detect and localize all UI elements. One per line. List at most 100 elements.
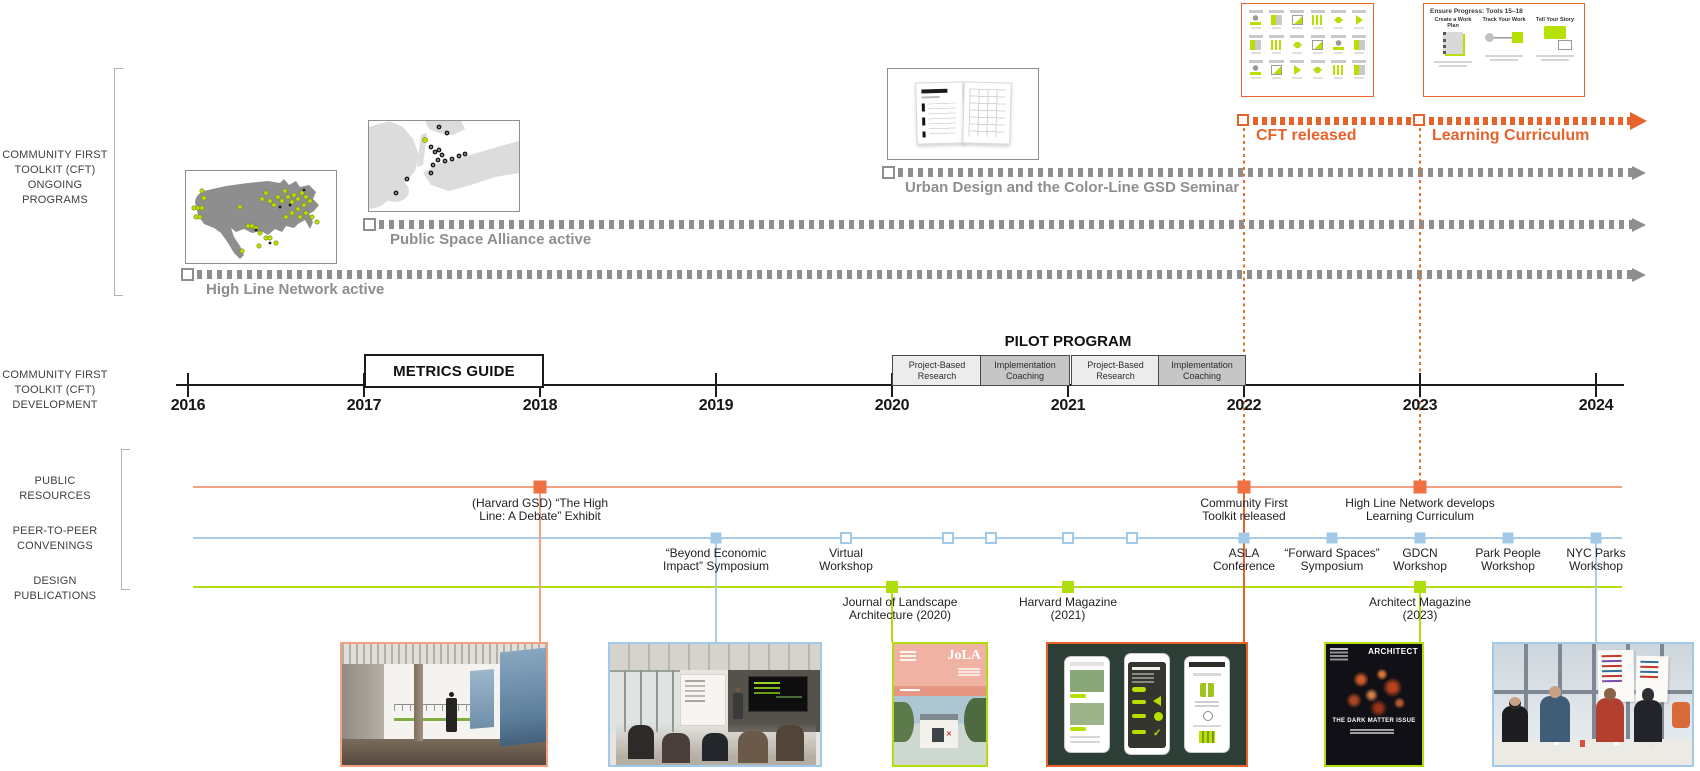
event-label: Community First Toolkit released [1200, 496, 1288, 524]
curriculum-step-3: Tell Your Story [1535, 17, 1575, 23]
nebula-artwork [1340, 664, 1410, 716]
arrow-right-icon [1632, 166, 1646, 180]
audio-icon [1153, 696, 1161, 706]
cover-architect-magazine: ARCHITECT THE DARK MATTER ISSUE [1324, 642, 1424, 767]
learning-curriculum-label: Learning Curriculum [1432, 127, 1590, 144]
event-marker-filled [1414, 581, 1426, 593]
arrow-right-icon [1632, 268, 1646, 282]
public-resources-line [193, 486, 1622, 488]
event-marker-open [1126, 532, 1138, 544]
exhibit-panel [500, 647, 546, 747]
gallery-column [414, 664, 423, 741]
architect-cover-title: THE DARK MATTER ISSUE [1332, 718, 1416, 724]
room-ceiling [610, 644, 820, 670]
event-label: NYC Parks Workshop [1566, 546, 1626, 574]
learning-curriculum-guide-line [1419, 128, 1421, 481]
jola-masthead: JoLA [947, 648, 981, 663]
photo-workshop [1492, 642, 1694, 767]
year-tick-label: 2017 [346, 397, 382, 414]
ongoing-section-bracket [114, 68, 123, 296]
event-label: “Forward Spaces” Symposium [1284, 546, 1380, 574]
poster-board [680, 674, 726, 726]
development-section-label: COMMUNITY FIRST TOOLKIT (CFT) DEVELOPMEN… [2, 369, 108, 411]
curriculum-track-start-marker [1413, 114, 1425, 126]
gsd-seminar-track [898, 168, 1632, 177]
connector-line [539, 493, 541, 642]
architect-masthead: ARCHITECT [1368, 647, 1418, 656]
year-tick-label: 2016 [170, 397, 206, 414]
photo-harvard-gsd-exhibit [340, 642, 548, 767]
event-label: (Harvard GSD) “The High Line: A Debate” … [471, 496, 609, 524]
visitor-figure [449, 692, 454, 697]
connector-line [715, 543, 717, 642]
high-line-network-track [197, 270, 1632, 279]
track-start-marker [882, 166, 895, 179]
pilot-phase-box: Project-Based Research [1071, 355, 1160, 386]
phone-mockup: ✓ [1125, 654, 1169, 754]
public-resources-row-label: PUBLIC RESOURCES [19, 475, 91, 502]
pilot-phase-box: Project-Based Research [892, 355, 982, 386]
peer-convenings-line [193, 537, 1622, 539]
image-cft-app-screens: ✓ [1046, 642, 1248, 767]
orange-chair [1672, 702, 1690, 728]
event-label: Harvard Magazine (2021) [1018, 595, 1118, 623]
year-tick-label: 2021 [1050, 397, 1086, 414]
check-icon: ✓ [1153, 728, 1162, 739]
record-icon [1154, 712, 1163, 721]
connector-line [1419, 592, 1421, 642]
nyc-map-graphic [369, 121, 519, 209]
workplan-notebook-icon [1430, 29, 1476, 59]
meeting-table [1494, 739, 1692, 765]
event-marker-filled [1326, 532, 1338, 544]
map-icon [1200, 683, 1214, 697]
toolkit-icon-grid [1242, 4, 1373, 86]
event-marker-open [942, 532, 954, 544]
event-label: Park People Workshop [1475, 546, 1541, 574]
pilot-program-title: PILOT PROGRAM [1004, 333, 1132, 350]
event-marker-filled [710, 532, 722, 544]
audience-figure [628, 725, 654, 759]
year-tick-label: 2024 [1578, 397, 1614, 414]
design-publications-row-label: DESIGN PUBLICATIONS [13, 575, 97, 602]
audience-figure [738, 731, 768, 763]
event-label: High Line Network develops Learning Curr… [1345, 496, 1495, 524]
peer-convenings-row-label: PEER-TO-PEER CONVENINGS [12, 525, 98, 552]
participant-figure [1540, 686, 1570, 742]
curriculum-card-header: Ensure Progress: Tools 15–18 [1430, 8, 1523, 15]
event-marker-filled [1590, 532, 1602, 544]
audience-figure [702, 733, 728, 761]
year-tick-label: 2018 [522, 397, 558, 414]
pilot-phase-box: Implementation Coaching [980, 355, 1070, 386]
event-label: ASLA Conference [1212, 546, 1276, 574]
event-marker-filled [1414, 532, 1426, 544]
year-tick-label: 2022 [1226, 397, 1262, 414]
building-icon [1199, 731, 1215, 743]
nyc-alliance-map [368, 120, 520, 212]
event-marker-filled [533, 480, 547, 494]
event-marker-filled [1238, 532, 1250, 544]
arrow-right-icon [1630, 112, 1647, 130]
event-label: Virtual Workshop [819, 546, 873, 574]
event-label: Journal of Landscape Architecture (2020) [842, 595, 958, 623]
cover-jola-journal: JoLA ✕ [892, 642, 988, 767]
cft-toolkit-card [1241, 3, 1374, 97]
cft-released-track [1253, 117, 1412, 125]
participant-figure [1634, 688, 1662, 742]
event-marker-open [840, 532, 852, 544]
event-marker-open [1062, 532, 1074, 544]
ongoing-section-label: COMMUNITY FIRST TOOLKIT (CFT) ONGOING PR… [2, 149, 108, 206]
curriculum-step-1: Create a Work Plan [1434, 17, 1472, 29]
public-space-alliance-label: Public Space Alliance active [390, 231, 592, 248]
gallery-ceiling [342, 644, 546, 664]
event-marker-filled [886, 581, 898, 593]
phone-mockup [1065, 657, 1109, 752]
tell-story-bubble-icon [1532, 23, 1578, 53]
arrow-right-icon [1632, 218, 1646, 232]
cft-track-start-marker [1237, 114, 1249, 126]
connector-line [891, 592, 893, 642]
event-label: GDCN Workshop [1393, 546, 1447, 574]
speaker-figure [736, 688, 740, 692]
design-publications-line [193, 586, 1622, 588]
cft-released-guide-line [1243, 128, 1245, 481]
